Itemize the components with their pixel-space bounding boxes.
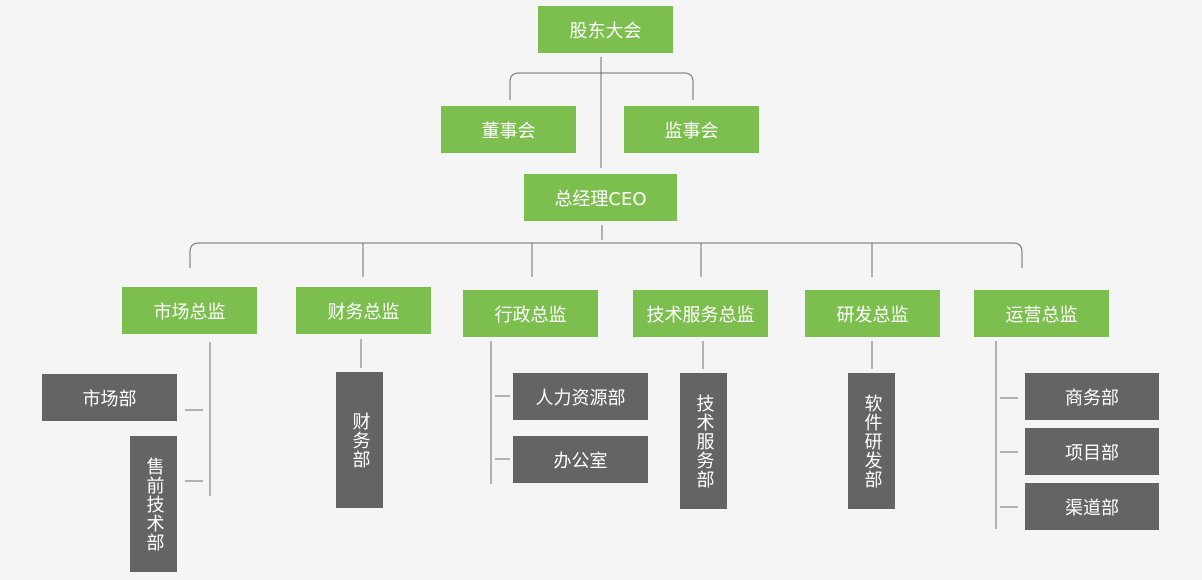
node-dept-office: 办公室 [513,436,648,483]
node-dept-business: 商务部 [1025,373,1159,420]
node-dept-marketing: 市场部 [42,374,177,421]
node-dept-projects: 项目部 [1025,428,1159,475]
dept-label: 技术服务部 [693,393,715,489]
node-dept-channels: 渠道部 [1025,483,1159,530]
dept-label: 售前技术部 [143,456,165,552]
node-director-marketing: 市场总监 [122,287,257,334]
dept-label: 财务部 [349,411,371,469]
node-director-tech-service: 技术服务总监 [633,290,768,337]
node-board-of-directors: 董事会 [441,106,576,153]
node-director-admin: 行政总监 [463,290,598,337]
node-dept-presales-tech: 售前技术部 [130,436,177,572]
node-director-rnd: 研发总监 [805,290,940,337]
node-dept-tech-service: 技术服务部 [680,373,727,509]
node-shareholders-meeting: 股东大会 [538,6,673,53]
node-director-finance: 财务总监 [296,287,431,334]
node-dept-hr: 人力资源部 [513,373,648,420]
director-bracket [189,242,1023,268]
node-dept-finance: 财务部 [336,372,383,508]
node-supervisory-board: 监事会 [624,106,759,153]
dept-label: 软件研发部 [861,393,883,489]
node-dept-software-rnd: 软件研发部 [848,373,895,509]
node-director-operations: 运营总监 [974,290,1109,337]
board-bracket [509,72,694,100]
node-ceo: 总经理CEO [524,174,677,221]
